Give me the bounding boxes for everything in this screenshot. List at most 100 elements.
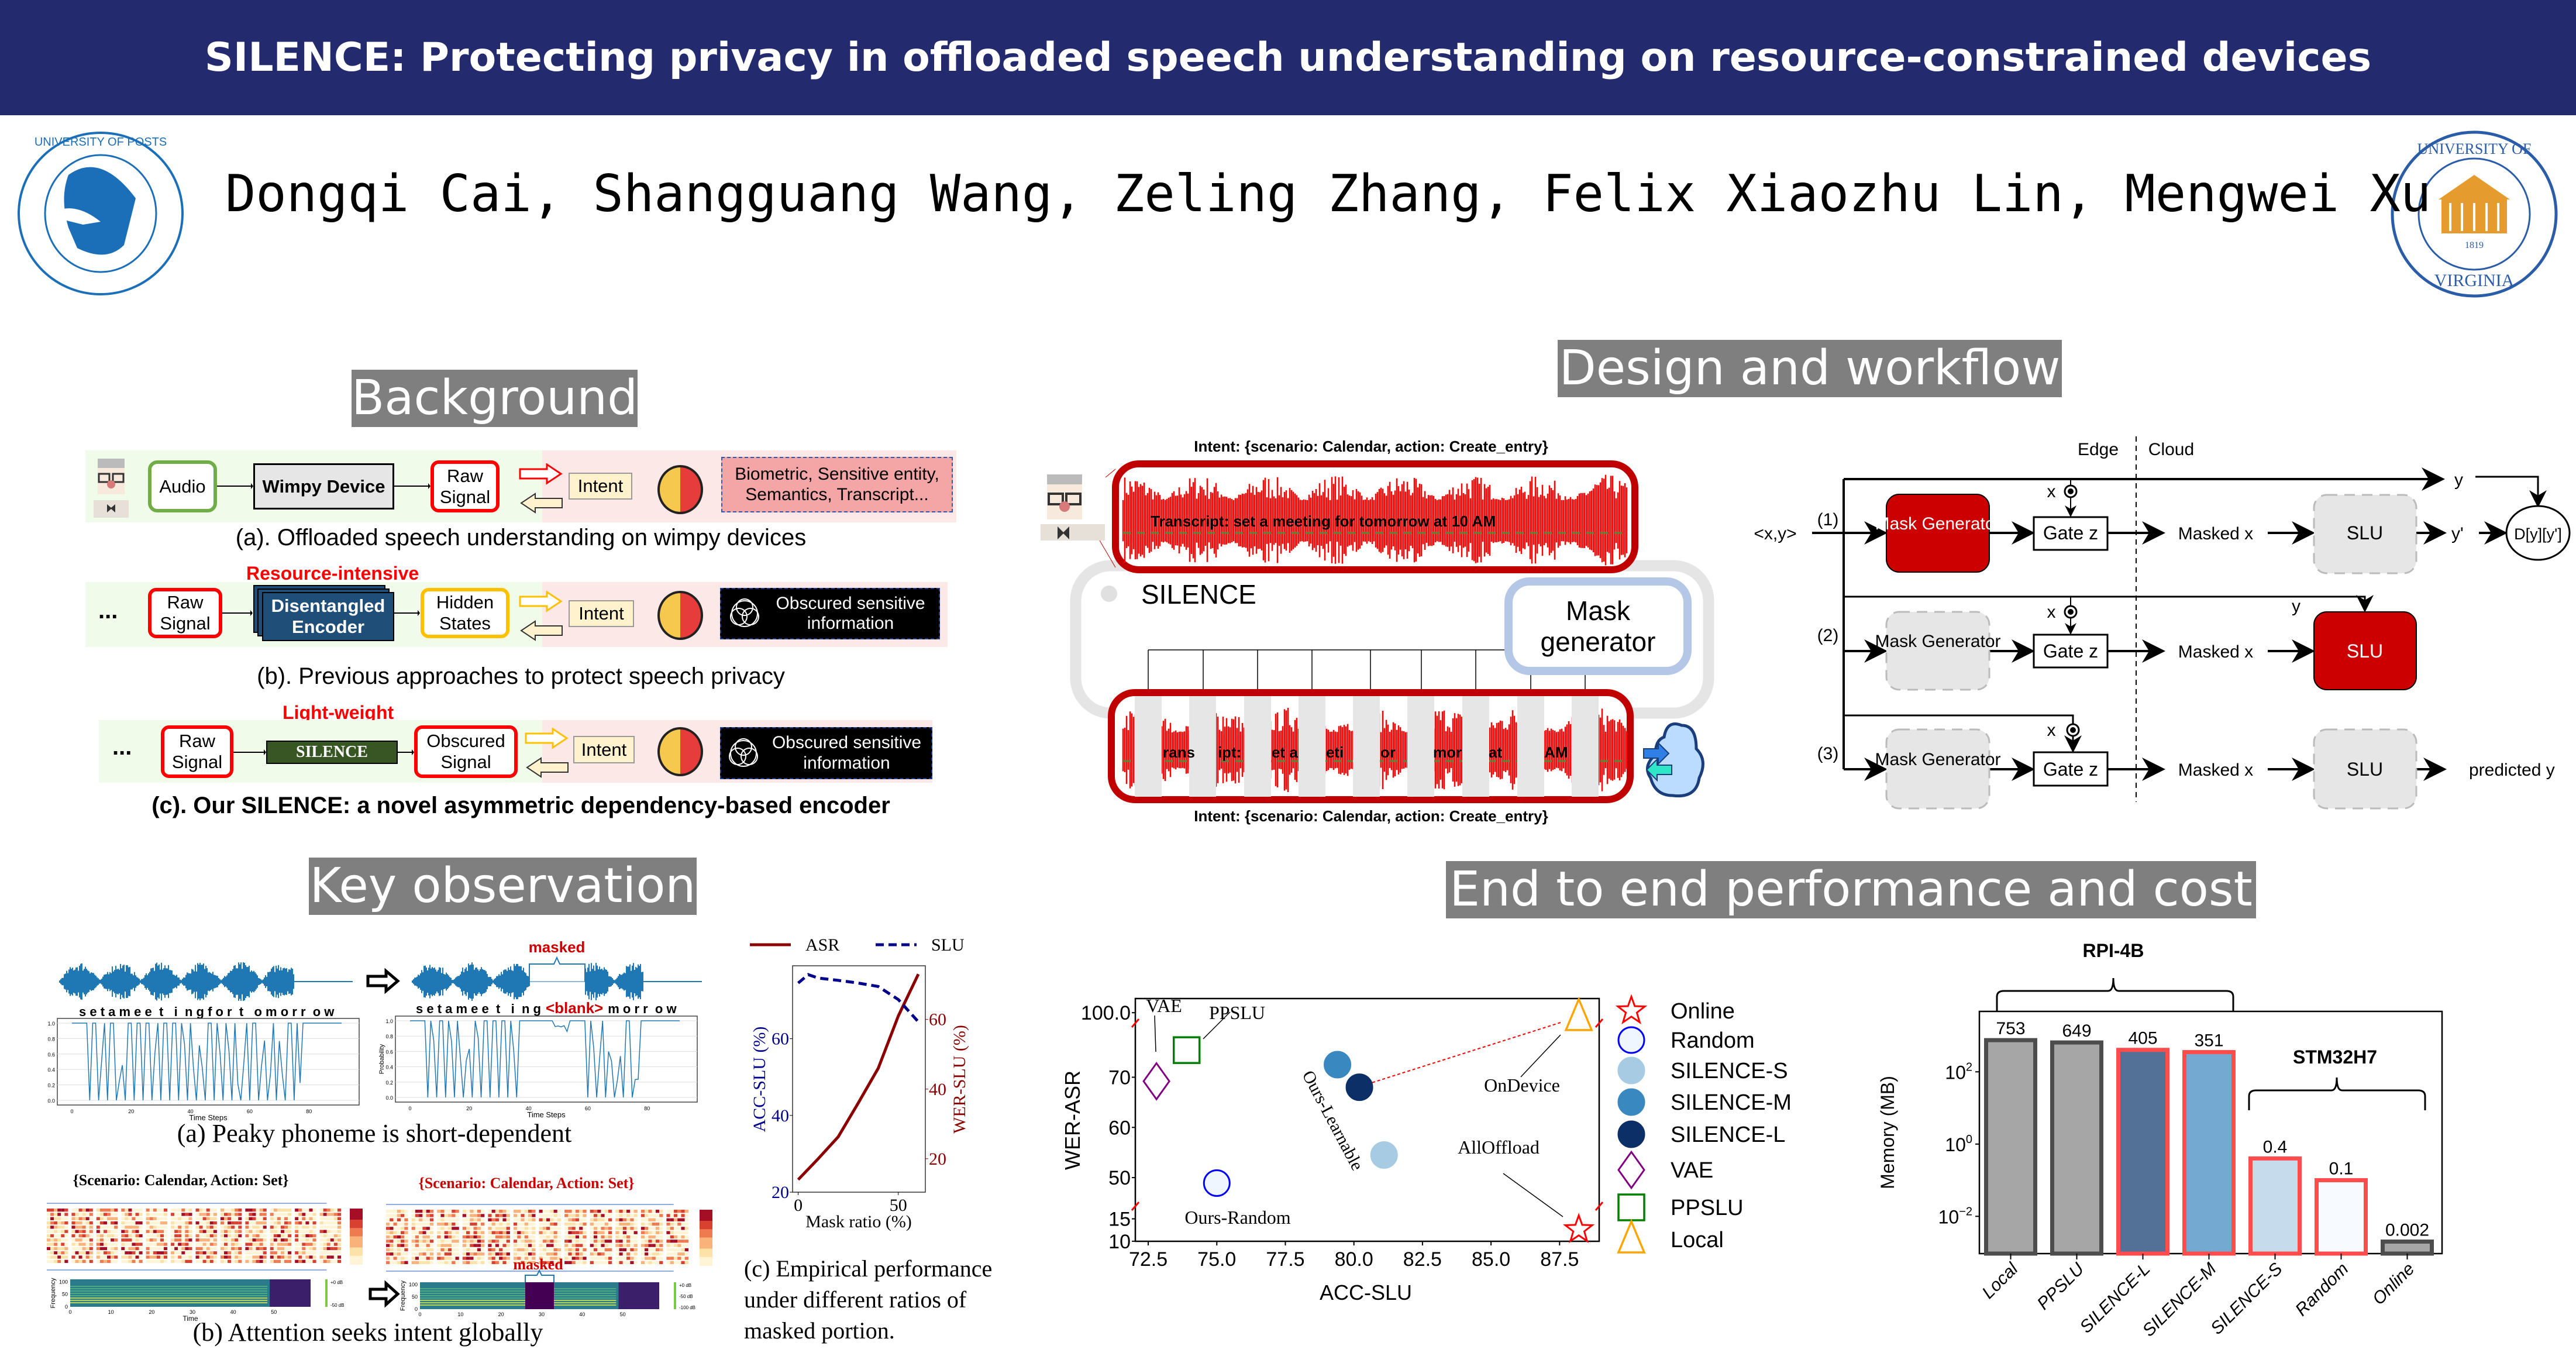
heat-cell (103, 1230, 108, 1233)
heat-cell (513, 1244, 518, 1247)
heat-cell (188, 1230, 192, 1233)
heat-cell (673, 1252, 678, 1256)
heat-cell (156, 1209, 160, 1212)
heat-cell (156, 1242, 160, 1246)
heat-cell (178, 1230, 182, 1233)
heat-cell (546, 1240, 550, 1243)
heat-cell (655, 1240, 660, 1243)
heat-cell (630, 1252, 634, 1256)
heat-cell (666, 1231, 670, 1234)
heat-cell (305, 1259, 309, 1263)
heat-cell (195, 1217, 199, 1220)
heat-cell (312, 1234, 316, 1238)
heat-cell (82, 1242, 86, 1246)
heat-cell (437, 1231, 441, 1234)
heat-cell (495, 1248, 500, 1252)
heat-cell (444, 1252, 448, 1256)
legend-marker-vae (1617, 1150, 1645, 1190)
heat-cell (681, 1235, 685, 1239)
heat-cell (397, 1248, 401, 1252)
heat-cell (223, 1221, 228, 1225)
heat-cell (223, 1247, 228, 1251)
heat-cell (319, 1238, 323, 1242)
heat-cell (337, 1217, 341, 1220)
y-axis-label-right: WER-SLU (%) (950, 1025, 969, 1134)
heat-cell (202, 1217, 206, 1220)
heat-cell (444, 1257, 448, 1260)
heat-cell (401, 1231, 405, 1234)
y-tick-label: 0.2 (385, 1080, 393, 1086)
heat-cell (447, 1252, 452, 1256)
heat-cell (249, 1251, 253, 1255)
heat-cell (495, 1210, 500, 1213)
heat-cell (135, 1259, 139, 1263)
heat-cell (481, 1257, 485, 1260)
heat-cell (305, 1217, 309, 1220)
annotation-label: PPSLU (1209, 1002, 1265, 1023)
heat-cell (557, 1257, 562, 1260)
heat-cell (82, 1226, 86, 1229)
harmonic-band (70, 1286, 268, 1287)
heat-cell (78, 1251, 82, 1255)
heat-cell (437, 1222, 441, 1226)
heat-cell (139, 1247, 143, 1251)
heat-cell (645, 1248, 649, 1252)
heat-cell (673, 1235, 678, 1239)
heat-cell (550, 1218, 554, 1221)
heat-cell (670, 1231, 674, 1234)
heat-cell (231, 1230, 235, 1233)
heat-cell (401, 1227, 405, 1230)
harmonic-band (420, 1290, 617, 1292)
heat-cell (524, 1214, 528, 1217)
heat-cell (404, 1257, 408, 1260)
heat-cell (386, 1218, 390, 1221)
heat-cell (249, 1226, 253, 1229)
heat-cell (419, 1244, 423, 1247)
heat-cell (481, 1248, 485, 1252)
legend-label: Local (1671, 1228, 1724, 1252)
heat-cell (575, 1210, 580, 1213)
point-silence-s (1370, 1141, 1398, 1169)
y-tick-label: 50 (412, 1294, 418, 1300)
heat-cell (256, 1259, 260, 1263)
heat-cell (238, 1259, 242, 1263)
heat-cell (245, 1251, 249, 1255)
heat-cell (681, 1261, 685, 1264)
x-tick-label: 82.5 (1403, 1248, 1442, 1271)
y-tick-label: 70 (1108, 1067, 1131, 1089)
heat-cell (470, 1218, 474, 1221)
heat-cell (245, 1259, 249, 1263)
slu-label: SLU (2347, 641, 2383, 662)
heat-cell (75, 1230, 79, 1233)
heat-cell (615, 1244, 619, 1247)
heat-cell (401, 1244, 405, 1247)
heat-cell (532, 1261, 536, 1264)
heat-cell (455, 1227, 459, 1230)
heat-cell (280, 1234, 285, 1238)
heat-cell (608, 1252, 612, 1256)
heat-cell (466, 1218, 470, 1221)
heat-cell (199, 1217, 203, 1220)
mask-generator-label-2: Mask Generator (1875, 632, 2000, 651)
uva-logo: UNIVERSITY OF VIRGINIA 1819 (2391, 130, 2558, 298)
heat-cell (597, 1244, 601, 1247)
caption-a: (a). Offloaded speech understanding on w… (235, 525, 807, 550)
x-axis-label: ACC-SLU (1320, 1280, 1412, 1304)
heat-cell (619, 1257, 623, 1260)
heat-cell (677, 1231, 681, 1234)
heat-cell (305, 1226, 309, 1229)
annotation-arrow (1520, 1034, 1561, 1078)
heat-cell (495, 1231, 500, 1234)
x-label: x (2047, 603, 2056, 622)
heat-cell (386, 1210, 390, 1213)
heat-cell (684, 1240, 688, 1243)
heat-cell (517, 1252, 521, 1256)
heat-cell (273, 1217, 277, 1220)
heat-cell (171, 1251, 175, 1255)
legend-marker-random (1617, 1026, 1645, 1054)
heat-cell (397, 1257, 401, 1260)
heat-cell (288, 1259, 292, 1263)
heat-cell (477, 1244, 481, 1247)
y-tick-label: 102 (1945, 1061, 1972, 1083)
heat-cell (181, 1251, 185, 1255)
